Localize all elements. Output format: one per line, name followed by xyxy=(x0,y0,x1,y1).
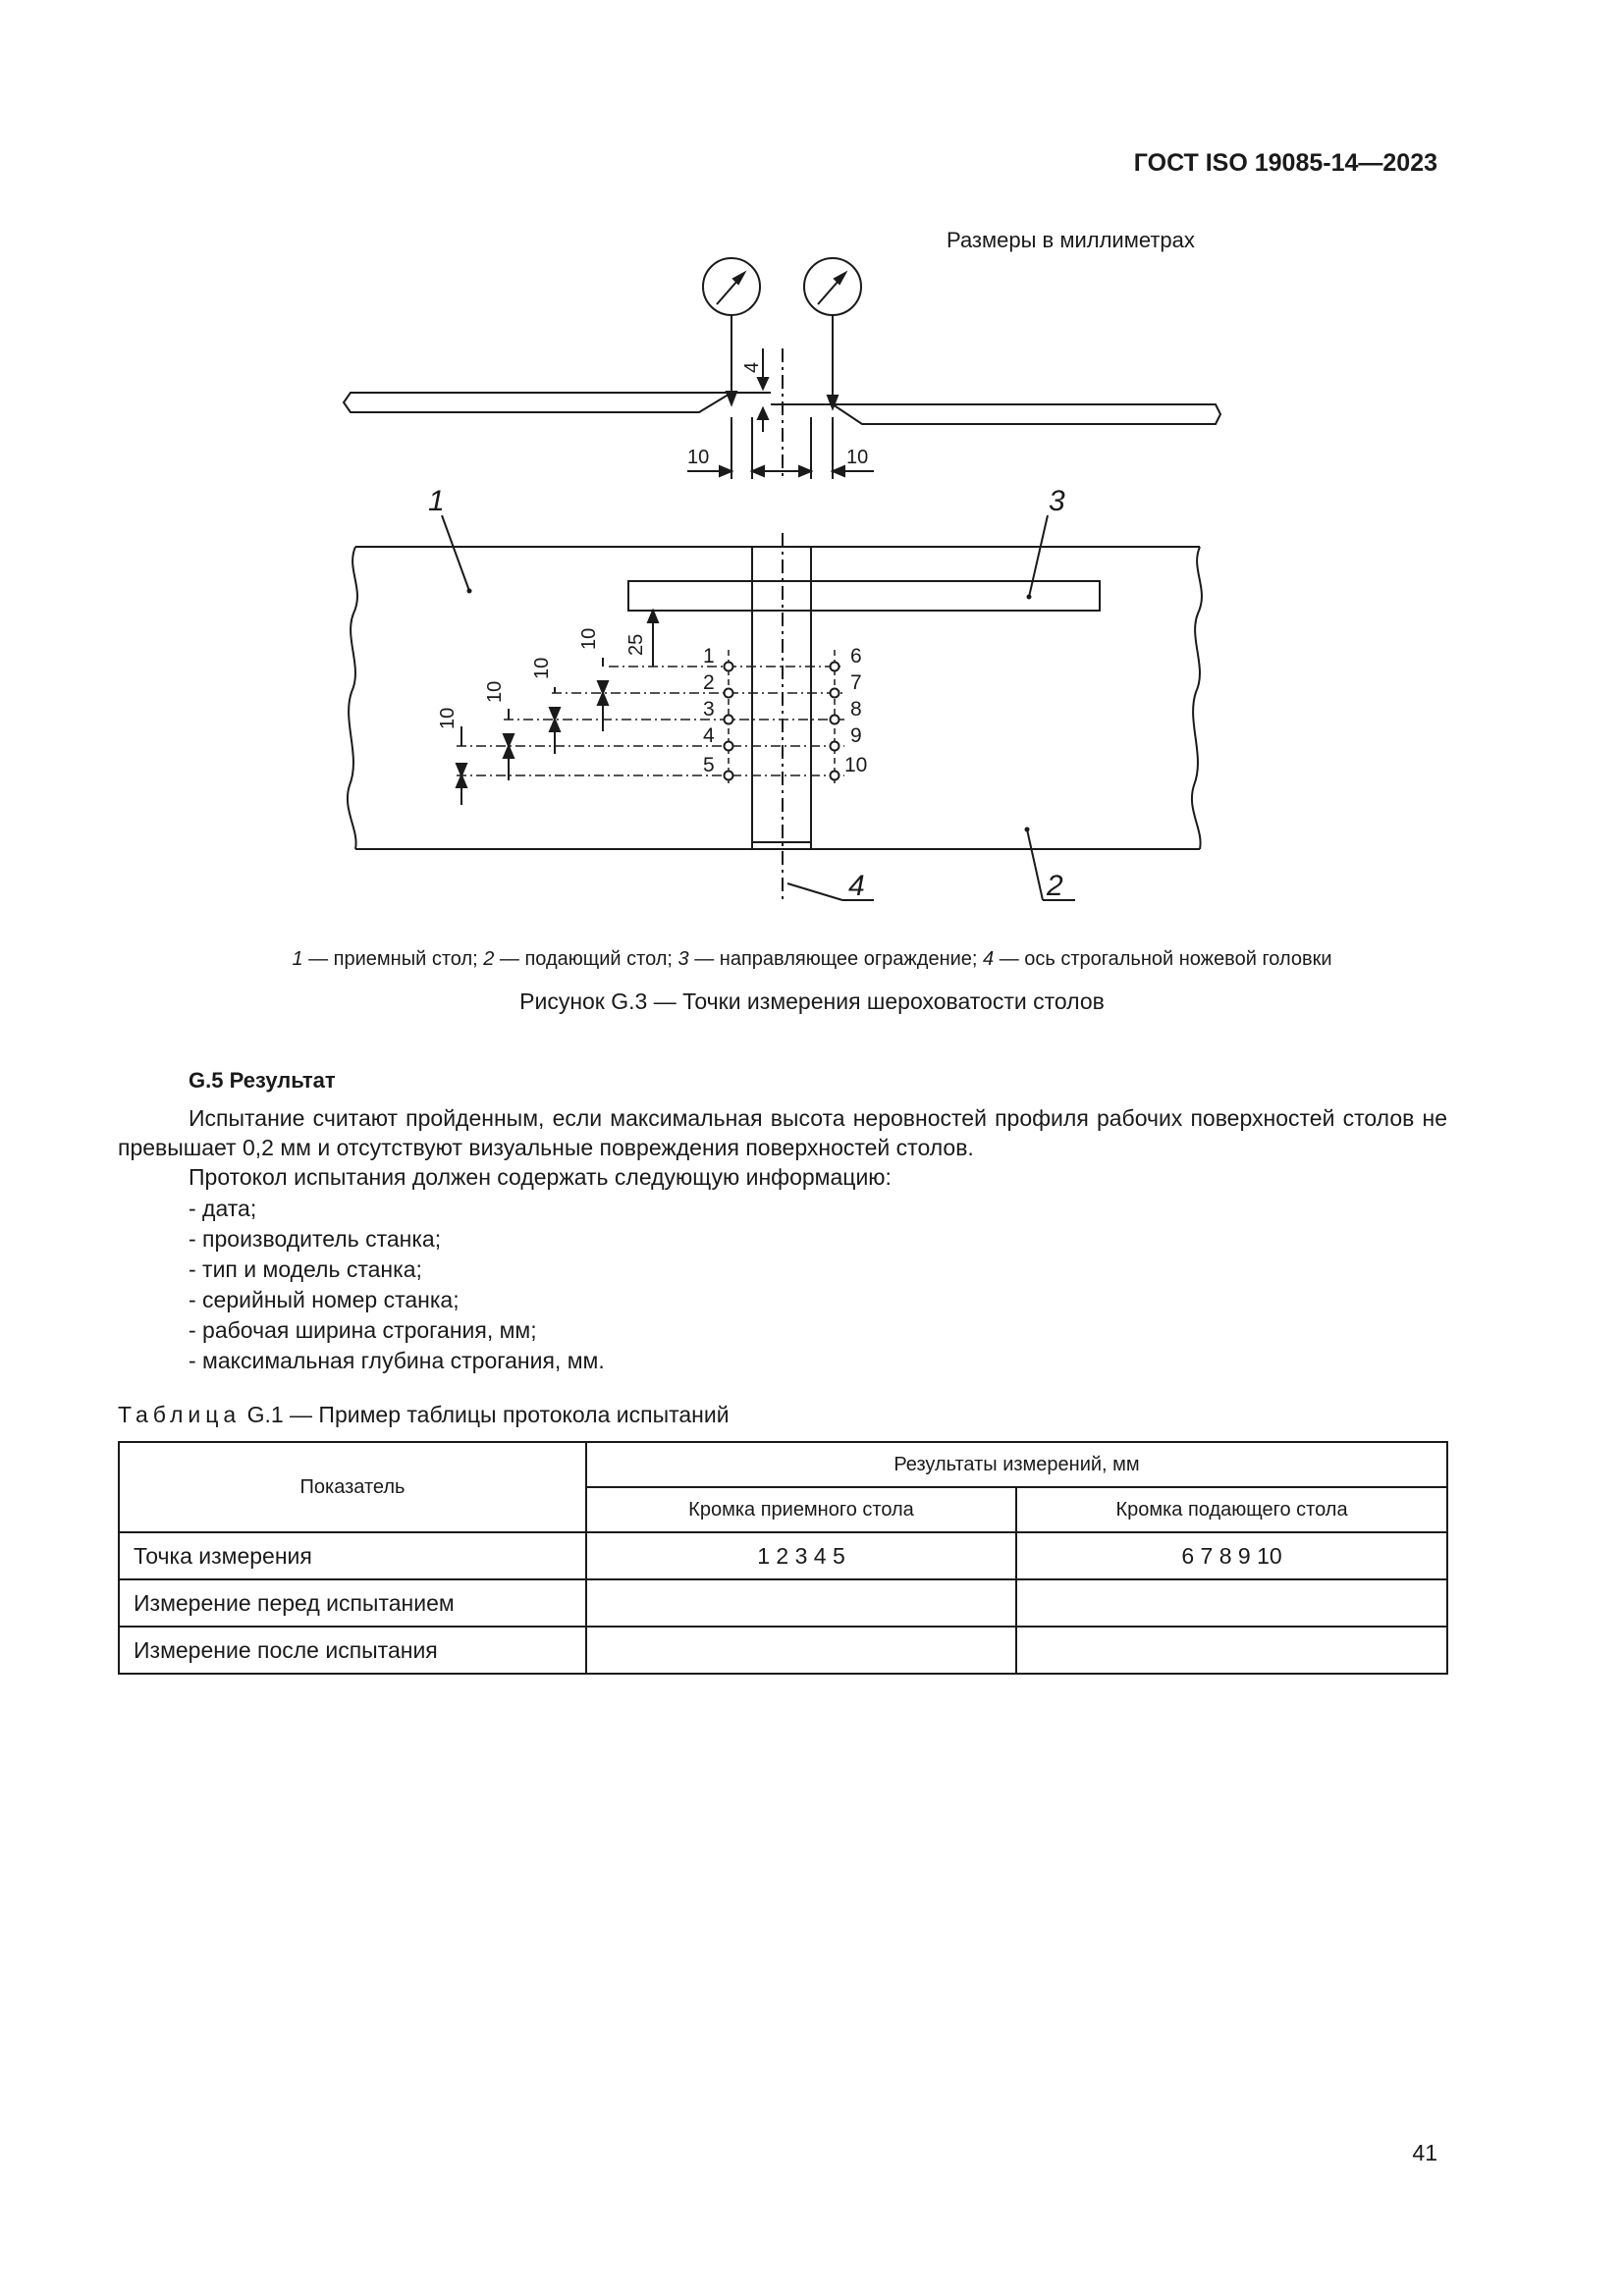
document-header: ГОСТ ISO 19085-14—2023 xyxy=(1133,149,1437,177)
dim-4: 4 xyxy=(741,362,763,373)
point-label: 5 xyxy=(703,754,715,776)
units-note: Размеры в миллиметрах xyxy=(947,228,1195,252)
row-left-cell xyxy=(585,1578,1017,1628)
table-row: Измерение перед испытанием xyxy=(118,1578,1448,1628)
list-item: - максимальная глубина строгания, мм. xyxy=(189,1348,605,1373)
row-right-cell xyxy=(1015,1578,1448,1628)
point-label: 10 xyxy=(844,754,867,776)
protocol-paragraph: Протокол испытания должен содержать след… xyxy=(189,1164,892,1190)
point-label: 4 xyxy=(703,724,715,747)
list-item: - дата; xyxy=(189,1196,257,1221)
callout-4: 4 xyxy=(848,870,865,902)
outfeed-table-side-view xyxy=(829,403,1222,425)
header-indicator: Показатель xyxy=(118,1441,587,1533)
list-item: - рабочая ширина строгания, мм; xyxy=(189,1317,537,1343)
dim-10-c: 10 xyxy=(484,681,506,703)
infeed-table-side-view xyxy=(342,392,735,413)
row-label: Измерение перед испытанием xyxy=(118,1578,587,1628)
row-label: Измерение после испытания xyxy=(118,1626,587,1675)
table-row: Точка измерения 1 2 3 4 5 6 7 8 9 10 xyxy=(118,1531,1448,1580)
dim-10-a: 10 xyxy=(578,628,600,650)
result-paragraph: Испытание считают пройденным, если макси… xyxy=(118,1105,1447,1160)
header-results: Результаты измерений, мм xyxy=(585,1441,1448,1488)
table-row: Измерение после испытания xyxy=(118,1626,1448,1675)
point-label: 6 xyxy=(850,645,862,667)
figure-g3-diagram: 4 10 10 25 10 10 10 10 1 3 4 2 1 2 3 4 5… xyxy=(342,257,1222,903)
dim-10-b: 10 xyxy=(531,658,553,679)
row-left-cell: 1 2 3 4 5 xyxy=(585,1531,1017,1580)
table-caption: Таблица G.1 — Пример таблицы протокола и… xyxy=(118,1402,730,1427)
list-item: - серийный номер станка; xyxy=(189,1287,460,1312)
list-item: - производитель станка; xyxy=(189,1226,442,1252)
row-right-cell xyxy=(1015,1626,1448,1675)
callout-3: 3 xyxy=(1049,485,1065,517)
callout-1: 1 xyxy=(428,485,445,517)
section-heading: G.5 Результат xyxy=(189,1068,336,1093)
dim-10-right: 10 xyxy=(846,447,868,468)
point-label: 3 xyxy=(703,698,715,721)
results-table: Показатель Результаты измерений, мм Кром… xyxy=(118,1441,1448,1675)
dim-25: 25 xyxy=(625,634,647,656)
measurement-points xyxy=(723,661,840,781)
header-outfeed-edge: Кромка подающего стола xyxy=(1015,1486,1448,1533)
dim-10-d: 10 xyxy=(437,708,459,729)
point-label: 1 xyxy=(703,645,715,667)
header-infeed-edge: Кромка приемного стола xyxy=(585,1486,1017,1533)
page-number: 41 xyxy=(1412,2140,1437,2165)
dim-10-left: 10 xyxy=(687,447,709,468)
point-label: 8 xyxy=(850,698,862,721)
row-left-cell xyxy=(585,1626,1017,1675)
row-right-cell: 6 7 8 9 10 xyxy=(1015,1531,1448,1580)
list-item: - тип и модель станка; xyxy=(189,1256,422,1282)
row-label: Точка измерения xyxy=(118,1531,587,1580)
point-label: 9 xyxy=(850,724,862,747)
point-label: 7 xyxy=(850,671,862,694)
guide-fence xyxy=(627,580,1101,612)
figure-caption: Рисунок G.3 — Точки измерения шероховато… xyxy=(519,988,1105,1014)
callout-2: 2 xyxy=(1046,870,1063,902)
figure-legend: 1 — приемный стол; 2 — подающий стол; 3 … xyxy=(292,948,1332,970)
point-label: 2 xyxy=(703,671,715,694)
